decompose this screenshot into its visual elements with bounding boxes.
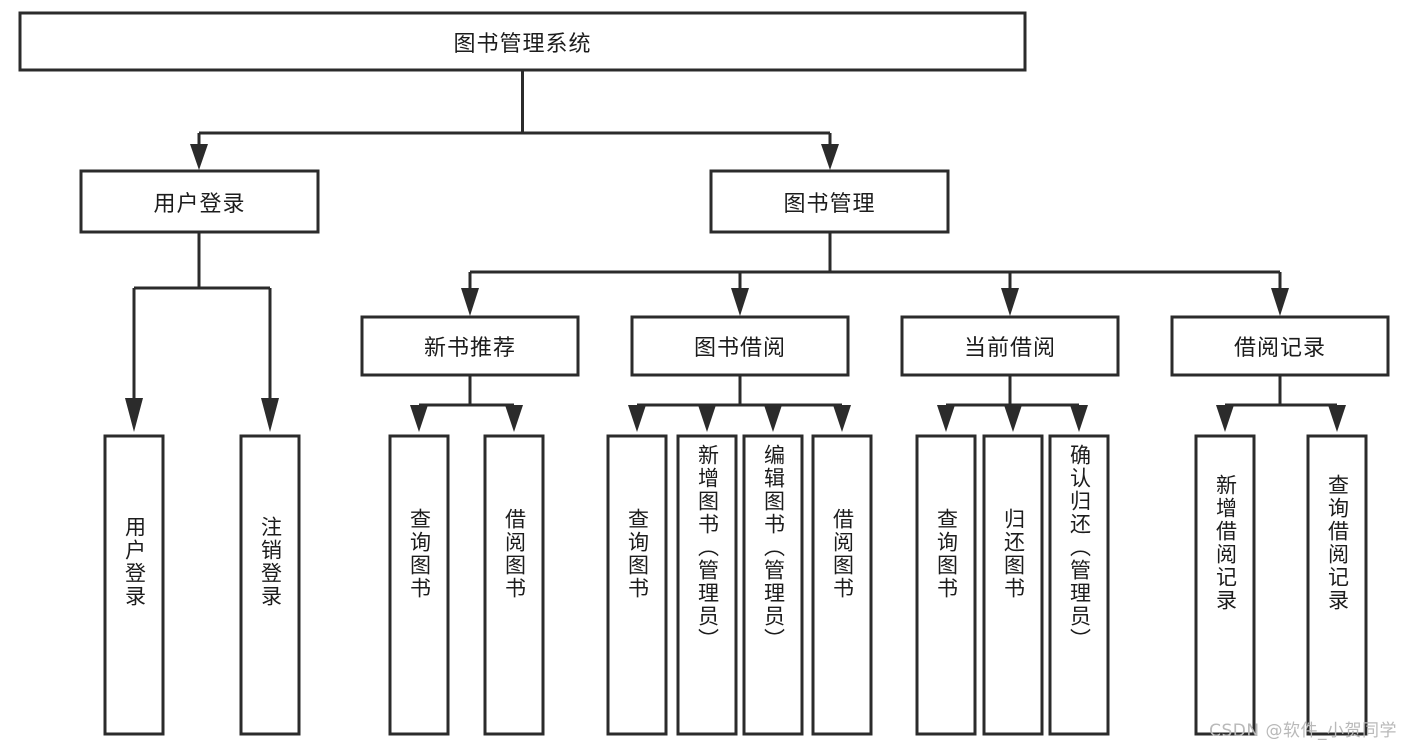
- node-leaf-query-book-3-box[interactable]: [915, 434, 977, 736]
- arrowhead-leaf-query-book-1: [410, 405, 428, 432]
- node-leaf-user-logout-box[interactable]: [239, 434, 301, 736]
- arrowhead-leaf-borrow-book-1: [505, 405, 523, 432]
- arrowhead-leaf-add-record: [1216, 405, 1234, 432]
- node-leaf-return-book-box[interactable]: [982, 434, 1044, 736]
- node-new-book-recommend-box[interactable]: [360, 315, 580, 377]
- arrowhead-leaf-query-book-3: [937, 405, 955, 432]
- arrowhead-borrow-record: [1271, 288, 1289, 316]
- node-leaf-query-record-box[interactable]: [1306, 434, 1368, 736]
- node-leaf-borrow-book-1-box[interactable]: [483, 434, 545, 736]
- arrowhead-leaf-edit-book: [764, 405, 782, 432]
- node-leaf-confirm-return-box[interactable]: [1048, 434, 1110, 736]
- node-book-manage-box[interactable]: [709, 169, 950, 234]
- arrowhead-new-book-recommend: [461, 288, 479, 316]
- arrowhead-leaf-return-book: [1004, 405, 1022, 432]
- node-leaf-borrow-book-2-box[interactable]: [811, 434, 873, 736]
- node-leaf-query-book-1-box[interactable]: [388, 434, 450, 736]
- node-leaf-edit-book-box[interactable]: [742, 434, 804, 736]
- arrowhead-leaf-user-logout: [261, 398, 279, 432]
- node-root-box[interactable]: [18, 11, 1027, 72]
- arrowhead-leaf-query-book-2: [628, 405, 646, 432]
- csdn-watermark: CSDN @软件_小贺同学: [1209, 721, 1397, 741]
- connector-layer: [125, 70, 1346, 432]
- node-box-layer: [18, 11, 1390, 736]
- node-leaf-add-record-box[interactable]: [1194, 434, 1256, 736]
- arrowhead-leaf-user-login: [125, 398, 143, 432]
- node-leaf-add-book-box[interactable]: [676, 434, 738, 736]
- node-leaf-query-book-2-box[interactable]: [606, 434, 668, 736]
- arrowhead-leaf-add-book: [698, 405, 716, 432]
- node-leaf-user-login-box[interactable]: [103, 434, 165, 736]
- arrowhead-leaf-query-record: [1328, 405, 1346, 432]
- node-user-login-box[interactable]: [79, 169, 320, 234]
- arrowhead-book-manage: [821, 144, 839, 170]
- node-book-borrow-box[interactable]: [630, 315, 850, 377]
- arrowhead-user-login: [190, 144, 208, 170]
- arrowhead-leaf-borrow-book-2: [833, 405, 851, 432]
- arrowhead-book-borrow: [731, 288, 749, 316]
- arrowhead-leaf-confirm-return: [1070, 405, 1088, 432]
- node-current-borrow-box[interactable]: [900, 315, 1120, 377]
- node-borrow-record-box[interactable]: [1170, 315, 1390, 377]
- arrowhead-current-borrow: [1001, 288, 1019, 316]
